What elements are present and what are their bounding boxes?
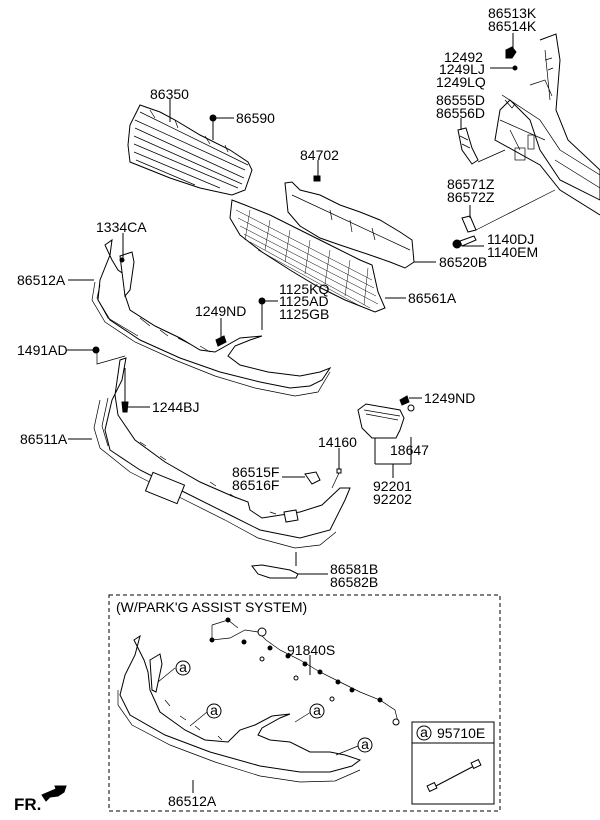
legend-callout-letter: a bbox=[420, 724, 428, 740]
label-1125kq: 1125KQ bbox=[279, 281, 329, 297]
label-1249lj: 1249LJ bbox=[439, 61, 485, 77]
label-1249nd-upper: 1249ND bbox=[195, 303, 246, 319]
label-1249lq: 1249LQ bbox=[436, 74, 486, 90]
label-95710e: 95710E bbox=[437, 725, 485, 741]
part-1491ad-clip bbox=[67, 346, 126, 365]
label-92202: 92202 bbox=[373, 491, 412, 507]
sensor-95710e-drawing bbox=[426, 758, 482, 793]
callout-a-2: a bbox=[189, 702, 222, 727]
label-1334ca: 1334CA bbox=[96, 219, 147, 235]
label-1140em: 1140EM bbox=[487, 244, 538, 260]
label-1244bj: 1244BJ bbox=[152, 399, 199, 415]
label-86516f: 86516F bbox=[232, 477, 279, 493]
label-86556d: 86556D bbox=[436, 105, 485, 121]
label-86350: 86350 bbox=[150, 86, 189, 102]
radiator-support-carrier bbox=[494, 33, 600, 216]
sensor-legend-box: a bbox=[411, 721, 495, 805]
inset-bumper-86512a bbox=[119, 634, 362, 773]
part-86520b-absorber bbox=[284, 181, 436, 269]
part-12492-clip bbox=[490, 65, 518, 71]
part-86555d-bracket bbox=[457, 118, 506, 165]
part-86571z-bracket bbox=[461, 189, 556, 233]
part-84702-label-pad bbox=[313, 160, 321, 182]
label-92201: 92201 bbox=[373, 478, 412, 494]
part-86350-grille bbox=[127, 99, 253, 196]
inset-park-assist: a a a a a bbox=[108, 594, 501, 812]
callout-a-1: a bbox=[157, 659, 191, 683]
label-86513k: 86513K bbox=[488, 5, 537, 21]
callout-letter: a bbox=[210, 702, 218, 718]
front-direction-indicator bbox=[41, 785, 67, 802]
label-86512a-bottom: 86512A bbox=[168, 793, 217, 809]
label-1491ad: 1491AD bbox=[17, 342, 68, 358]
callout-a-3: a bbox=[294, 702, 325, 723]
front-arrow-icon bbox=[41, 785, 67, 802]
part-91840s-wiring-harness bbox=[209, 617, 400, 726]
part-labels: 86513K 86514K 12492 1249LJ 1249LQ 86555D… bbox=[14, 5, 538, 814]
label-91840s: 91840S bbox=[287, 642, 335, 658]
label-86590: 86590 bbox=[236, 110, 275, 126]
label-1140dj: 1140DJ bbox=[487, 231, 534, 247]
part-1140dj-bolt bbox=[452, 235, 484, 249]
part-86561a-lower-grille bbox=[229, 199, 406, 313]
label-1125gb: 1125GB bbox=[279, 306, 329, 322]
label-14160: 14160 bbox=[318, 434, 357, 450]
label-18647: 18647 bbox=[390, 442, 429, 458]
label-86582b: 86582B bbox=[330, 574, 378, 590]
part-86513k-bracket bbox=[505, 33, 517, 59]
part-86511a-lower-bumper bbox=[68, 357, 351, 549]
part-86512a-bumper-cover bbox=[68, 233, 332, 397]
label-86514k: 86514K bbox=[488, 18, 537, 34]
callout-a-4: a bbox=[335, 736, 373, 756]
callout-letter: a bbox=[361, 736, 369, 752]
callout-letter: a bbox=[179, 659, 187, 675]
label-1125ad: 1125AD bbox=[279, 293, 329, 309]
label-86561a: 86561A bbox=[408, 290, 457, 306]
part-1249nd-bolt-upper bbox=[215, 318, 227, 347]
callout-letter: a bbox=[313, 702, 321, 718]
part-92201-fog-lamp bbox=[357, 403, 412, 478]
label-86511a: 86511A bbox=[20, 431, 68, 447]
part-14160-clip bbox=[331, 448, 342, 489]
part-86515f-bracket bbox=[282, 471, 321, 485]
label-86515f: 86515F bbox=[232, 464, 279, 480]
label-86572z: 86572Z bbox=[447, 189, 495, 205]
label-86520b: 86520B bbox=[439, 254, 487, 270]
label-12492: 12492 bbox=[444, 49, 483, 65]
part-1249nd-bolt-right bbox=[399, 395, 422, 412]
label-86571z: 86571Z bbox=[447, 176, 495, 192]
front-label: FR. bbox=[14, 795, 41, 814]
part-86590-clip bbox=[209, 114, 234, 140]
label-1249nd-right: 1249ND bbox=[424, 390, 475, 406]
part-1125kq-screw bbox=[258, 297, 278, 330]
inset-title: (W/PARK'G ASSIST SYSTEM) bbox=[116, 599, 307, 615]
label-86555d: 86555D bbox=[436, 92, 485, 108]
part-86581b-trim bbox=[251, 552, 328, 579]
label-84702: 84702 bbox=[300, 147, 339, 163]
label-86581b: 86581B bbox=[330, 561, 378, 577]
label-86512a-top: 86512A bbox=[17, 272, 66, 288]
